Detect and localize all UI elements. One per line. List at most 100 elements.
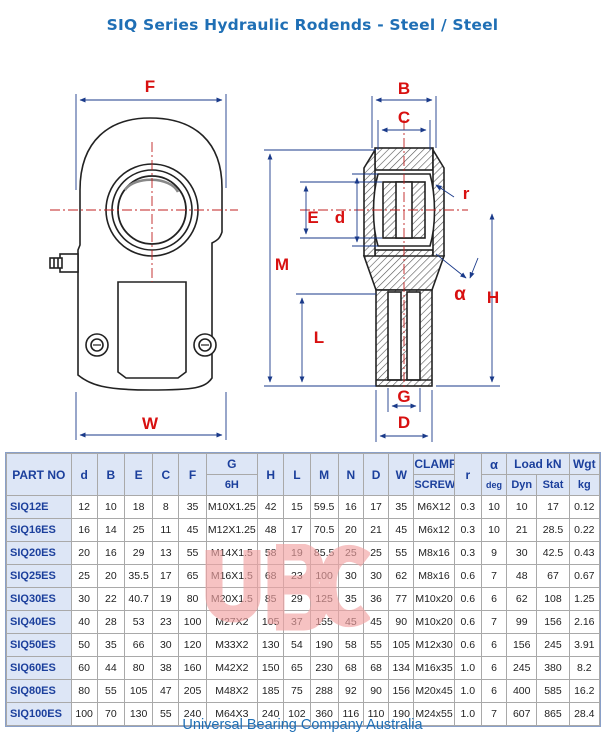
cell-d: 25 bbox=[70, 564, 98, 588]
cell-h: 48 bbox=[257, 518, 285, 542]
cell-n: 30 bbox=[337, 564, 364, 588]
label-h: H bbox=[487, 288, 499, 307]
cell-g: M16X1.5 bbox=[205, 564, 259, 588]
cell-e: 40.7 bbox=[123, 587, 154, 611]
cell-dyn: 48 bbox=[506, 564, 538, 588]
cell-c: 38 bbox=[152, 656, 180, 680]
cell-h: 85 bbox=[257, 587, 285, 611]
cell-m: 85.5 bbox=[309, 541, 339, 565]
header-wgt: Wgt bbox=[568, 453, 601, 475]
cell-part-no: SIQ16ES bbox=[6, 518, 72, 542]
label-l: L bbox=[314, 328, 324, 347]
cell-wgt: 2.16 bbox=[568, 610, 601, 634]
header-clamp-sub: SCREW bbox=[413, 474, 455, 496]
cell-n: 25 bbox=[337, 541, 364, 565]
cell-part-no: SIQ25ES bbox=[6, 564, 72, 588]
cell-f: 55 bbox=[178, 541, 207, 565]
cell-d: 100 bbox=[70, 702, 98, 726]
header-f: F bbox=[178, 453, 207, 496]
header-clamp: CLAMP bbox=[413, 453, 455, 475]
cell-c: 55 bbox=[152, 702, 180, 726]
header-w: W bbox=[388, 453, 415, 496]
cell-dyn: 400 bbox=[506, 679, 538, 703]
cell-l: 102 bbox=[283, 702, 311, 726]
cell-d: 16 bbox=[70, 518, 98, 542]
header-r: r bbox=[453, 453, 482, 496]
cell-wgt: 0.22 bbox=[568, 518, 601, 542]
label-f: F bbox=[145, 77, 155, 96]
cell-d: 80 bbox=[70, 679, 98, 703]
cell-w: 55 bbox=[388, 541, 415, 565]
cell-wgt: 0.43 bbox=[568, 541, 601, 565]
cell-part-no: SIQ12E bbox=[6, 495, 72, 519]
cell-n: 58 bbox=[337, 633, 364, 657]
cell-g: M10X1.25 bbox=[205, 495, 259, 519]
header-e: E bbox=[123, 453, 154, 496]
footer-company-name: Universal Bearing Company Australia bbox=[182, 717, 423, 733]
cell-clamp-screw: M6X12 bbox=[413, 495, 455, 519]
cell-f: 80 bbox=[178, 587, 207, 611]
cell-m: 59.5 bbox=[309, 495, 339, 519]
cell-clamp-screw: M10x20 bbox=[413, 587, 455, 611]
cell-m: 230 bbox=[309, 656, 339, 680]
cell-c: 13 bbox=[152, 541, 180, 565]
cell-g: M14X1.5 bbox=[205, 541, 259, 565]
cell-f: 35 bbox=[178, 495, 207, 519]
cell-w: 156 bbox=[388, 679, 415, 703]
cell-clamp-screw: M16x35 bbox=[413, 656, 455, 680]
cell-alpha: 6 bbox=[480, 587, 508, 611]
cell-wgt: 16.2 bbox=[568, 679, 601, 703]
cell-part-no: SIQ60ES bbox=[6, 656, 72, 680]
label-alpha: α bbox=[454, 284, 466, 305]
cell-part-no: SIQ100ES bbox=[6, 702, 72, 726]
cell-b: 55 bbox=[96, 679, 125, 703]
cell-wgt: 3.91 bbox=[568, 633, 601, 657]
header-stat: Stat bbox=[536, 474, 570, 496]
cell-m: 125 bbox=[309, 587, 339, 611]
header-alpha: α bbox=[480, 453, 508, 475]
cell-dyn: 10 bbox=[506, 495, 538, 519]
cell-m: 190 bbox=[309, 633, 339, 657]
cell-r: 0.6 bbox=[453, 633, 482, 657]
cell-m: 155 bbox=[309, 610, 339, 634]
label-c: C bbox=[398, 108, 410, 127]
cell-alpha: 7 bbox=[480, 564, 508, 588]
header-m: M bbox=[309, 453, 339, 496]
cell-l: 37 bbox=[283, 610, 311, 634]
cell-g: M48X2 bbox=[205, 679, 259, 703]
header-g-sub: 6H bbox=[205, 474, 259, 496]
header-b: B bbox=[96, 453, 125, 496]
page-title: SIQ Series Hydraulic Rodends - Steel / S… bbox=[106, 16, 499, 34]
cell-alpha: 6 bbox=[480, 679, 508, 703]
cell-h: 105 bbox=[257, 610, 285, 634]
side-dimensions bbox=[264, 96, 500, 442]
cell-g: M27X2 bbox=[205, 610, 259, 634]
label-b: B bbox=[398, 79, 410, 98]
cell-wgt: 0.67 bbox=[568, 564, 601, 588]
cell-h: 240 bbox=[257, 702, 285, 726]
cell-clamp-screw: M12x30 bbox=[413, 633, 455, 657]
cell-c: 8 bbox=[152, 495, 180, 519]
cell-l: 15 bbox=[283, 495, 311, 519]
cell-dd: 25 bbox=[362, 541, 390, 565]
cell-n: 92 bbox=[337, 679, 364, 703]
cell-n: 68 bbox=[337, 656, 364, 680]
cell-alpha: 9 bbox=[480, 541, 508, 565]
front-dimensions bbox=[75, 94, 227, 440]
cell-l: 23 bbox=[283, 564, 311, 588]
cell-dyn: 607 bbox=[506, 702, 538, 726]
cell-dd: 68 bbox=[362, 656, 390, 680]
cell-g: M42X2 bbox=[205, 656, 259, 680]
cell-d: 50 bbox=[70, 633, 98, 657]
cell-l: 17 bbox=[283, 518, 311, 542]
cell-stat: 42.5 bbox=[536, 541, 570, 565]
cell-r: 0.3 bbox=[453, 495, 482, 519]
cell-f: 45 bbox=[178, 518, 207, 542]
cell-b: 14 bbox=[96, 518, 125, 542]
cell-m: 360 bbox=[309, 702, 339, 726]
cell-dd: 36 bbox=[362, 587, 390, 611]
cell-d: 30 bbox=[70, 587, 98, 611]
